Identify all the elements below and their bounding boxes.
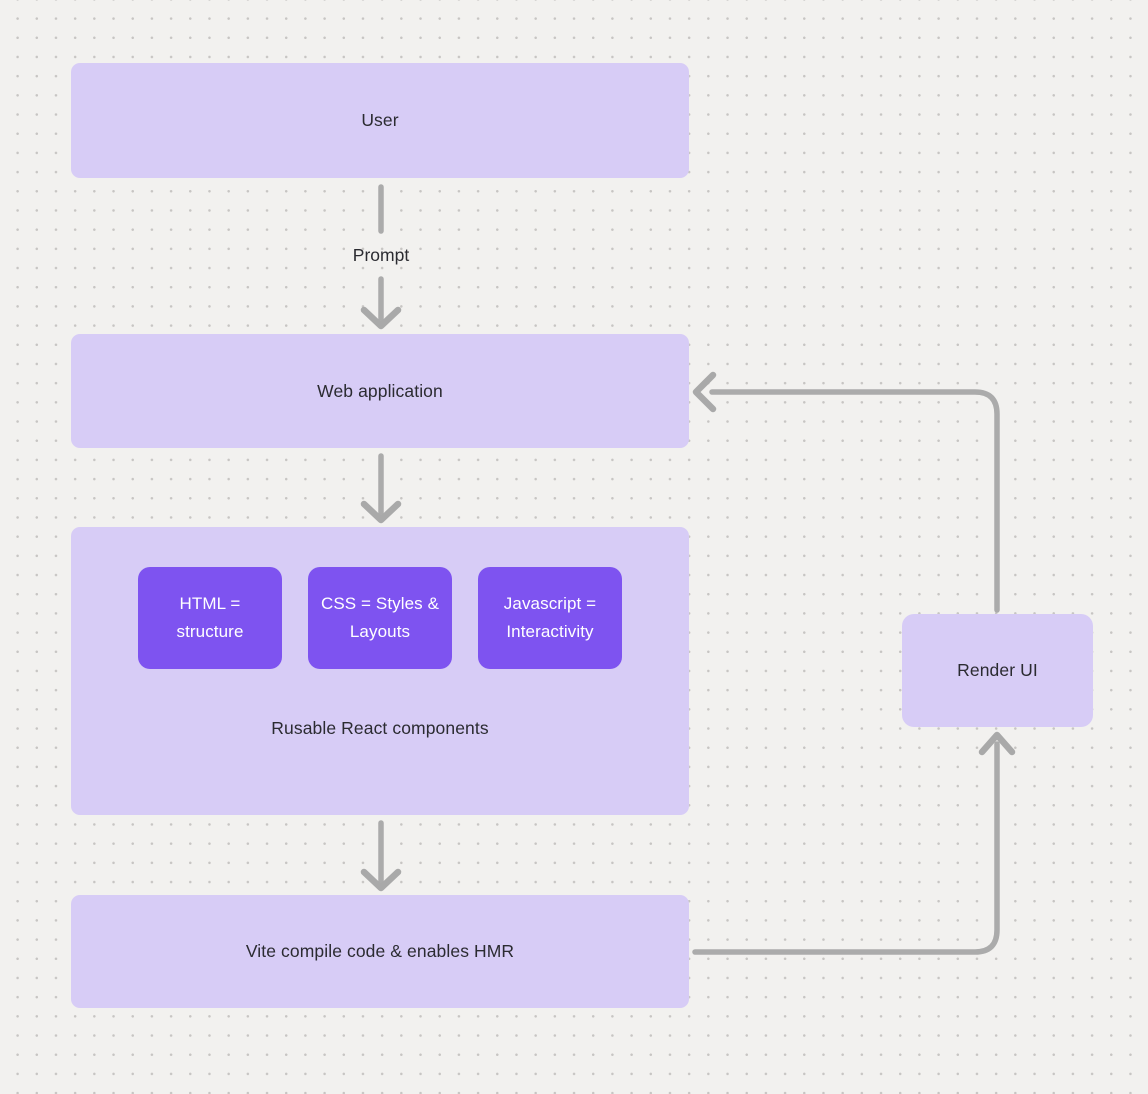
chip-html[interactable]: HTML = structure [138, 567, 282, 669]
node-vite[interactable]: Vite compile code & enables HMR [71, 895, 689, 1008]
node-render-ui[interactable]: Render UI [902, 614, 1093, 727]
node-components-group[interactable]: HTML = structure CSS = Styles & Layouts … [71, 527, 689, 815]
edge-group-to-vite [360, 820, 402, 892]
arrowhead-down-icon [360, 868, 402, 892]
arrowhead-down-icon [360, 306, 402, 330]
arrowhead-down-icon [360, 500, 402, 524]
chip-javascript[interactable]: Javascript = Interactivity [478, 567, 622, 669]
node-web-application-label: Web application [317, 380, 443, 401]
edge-render-to-webapp [692, 371, 1000, 613]
node-web-application[interactable]: Web application [71, 334, 689, 448]
edge-webapp-to-group [360, 453, 402, 524]
node-user-label: User [361, 110, 399, 130]
chip-css[interactable]: CSS = Styles & Layouts [308, 567, 452, 669]
arrowhead-left-icon [692, 371, 717, 413]
edge-vite-to-render [692, 731, 1016, 955]
chip-javascript-label: Javascript = Interactivity [503, 594, 597, 641]
arrowhead-up-icon [978, 731, 1016, 756]
chip-html-label: HTML = structure [176, 594, 244, 641]
node-user[interactable]: User [71, 63, 689, 178]
node-vite-label: Vite compile code & enables HMR [245, 941, 515, 961]
edge-user-to-webapp [360, 184, 402, 330]
edge-label-prompt: Prompt [352, 245, 410, 265]
chip-css-label: CSS = Styles & Layouts [320, 594, 440, 641]
node-render-ui-label: Render UI [957, 660, 1038, 680]
components-group-caption: Rusable React components [271, 718, 489, 738]
